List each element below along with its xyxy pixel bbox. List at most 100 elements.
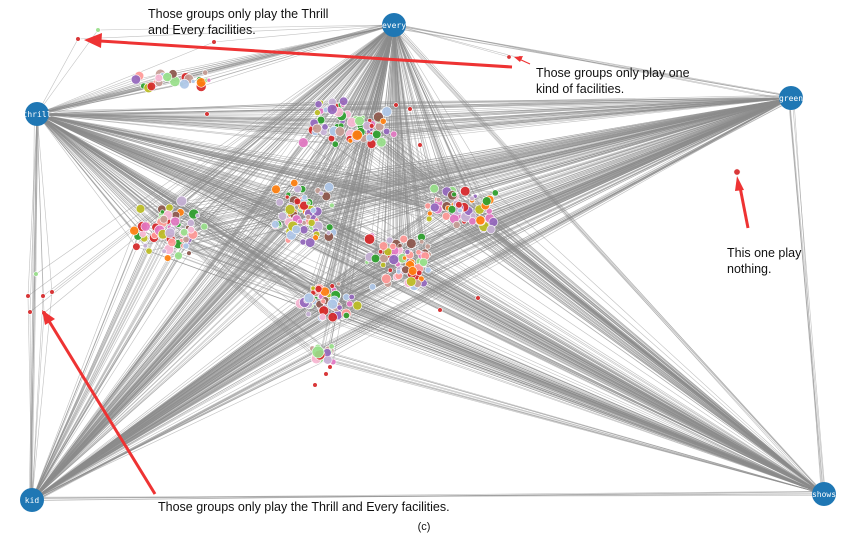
group-node[interactable] — [380, 261, 387, 268]
group-node[interactable] — [132, 242, 141, 251]
group-node[interactable] — [310, 207, 317, 214]
group-node[interactable] — [733, 168, 741, 176]
group-node[interactable] — [284, 204, 296, 215]
group-node[interactable] — [365, 133, 374, 142]
group-node[interactable] — [402, 255, 407, 261]
group-node[interactable] — [336, 281, 341, 287]
group-node[interactable] — [135, 204, 146, 214]
group-node[interactable] — [379, 117, 387, 125]
group-node[interactable] — [159, 209, 165, 215]
group-node[interactable] — [275, 198, 284, 207]
group-node[interactable] — [331, 140, 339, 148]
group-node[interactable] — [406, 276, 417, 287]
group-node[interactable] — [437, 307, 443, 313]
group-node[interactable] — [140, 221, 151, 232]
group-node[interactable] — [164, 227, 176, 239]
group-node[interactable] — [301, 194, 308, 201]
group-node[interactable] — [506, 54, 512, 60]
group-node[interactable] — [426, 215, 433, 223]
group-node[interactable] — [305, 214, 312, 220]
group-node[interactable] — [404, 248, 411, 255]
group-node[interactable] — [339, 96, 349, 106]
group-node[interactable] — [321, 123, 329, 131]
group-node[interactable] — [399, 234, 408, 244]
group-node[interactable] — [452, 220, 461, 229]
group-node[interactable] — [415, 249, 422, 256]
group-node[interactable] — [348, 293, 355, 301]
group-node[interactable] — [305, 200, 311, 206]
group-node[interactable] — [49, 289, 55, 295]
group-node[interactable] — [424, 266, 432, 274]
group-node[interactable] — [369, 283, 377, 291]
group-node[interactable] — [320, 298, 327, 305]
group-node[interactable] — [290, 179, 299, 188]
group-node[interactable] — [307, 218, 316, 227]
group-node[interactable] — [204, 111, 210, 117]
group-node[interactable] — [305, 237, 316, 248]
group-node[interactable] — [406, 238, 417, 249]
group-node[interactable] — [311, 345, 325, 359]
group-node[interactable] — [329, 283, 335, 289]
group-node[interactable] — [298, 137, 309, 148]
group-node[interactable] — [468, 217, 477, 226]
group-node[interactable] — [299, 225, 309, 235]
group-node[interactable] — [318, 190, 324, 197]
hub-node-shows[interactable]: shows — [812, 482, 836, 506]
group-node[interactable] — [312, 123, 322, 134]
group-node[interactable] — [397, 243, 403, 249]
group-node[interactable] — [486, 224, 496, 234]
group-node[interactable] — [447, 205, 457, 214]
group-node[interactable] — [455, 201, 463, 209]
group-node[interactable] — [305, 311, 312, 317]
group-node[interactable] — [334, 126, 346, 137]
group-node[interactable] — [396, 269, 402, 275]
group-node[interactable] — [482, 196, 492, 206]
group-node[interactable] — [293, 197, 302, 206]
group-node[interactable] — [387, 267, 393, 273]
group-node[interactable] — [180, 228, 189, 237]
group-node[interactable] — [291, 224, 301, 235]
group-node[interactable] — [441, 212, 451, 221]
group-node[interactable] — [457, 207, 463, 214]
hub-node-every[interactable]: every — [382, 13, 406, 37]
group-node[interactable] — [491, 189, 499, 197]
group-node[interactable] — [326, 223, 334, 231]
group-node[interactable] — [469, 195, 475, 201]
group-node[interactable] — [429, 202, 440, 213]
group-node[interactable] — [327, 364, 333, 370]
group-node[interactable] — [327, 298, 338, 310]
group-node[interactable] — [182, 236, 190, 244]
group-node[interactable] — [146, 81, 156, 91]
group-node[interactable] — [40, 293, 46, 299]
group-node[interactable] — [386, 236, 394, 244]
group-node[interactable] — [206, 77, 212, 83]
group-node[interactable] — [142, 243, 149, 249]
group-node[interactable] — [190, 79, 196, 84]
group-node[interactable] — [381, 273, 392, 284]
group-node[interactable] — [297, 218, 303, 225]
group-node[interactable] — [182, 242, 190, 250]
group-node[interactable] — [451, 191, 457, 198]
group-node[interactable] — [351, 129, 363, 141]
group-node[interactable] — [314, 285, 323, 293]
group-node[interactable] — [33, 271, 39, 277]
group-node[interactable] — [187, 226, 195, 234]
group-node[interactable] — [165, 203, 174, 212]
group-node[interactable] — [312, 382, 318, 388]
group-node[interactable] — [154, 73, 164, 83]
group-node[interactable] — [324, 182, 334, 192]
group-node[interactable] — [475, 295, 481, 301]
group-node[interactable] — [393, 102, 399, 108]
group-node[interactable] — [318, 313, 327, 321]
group-node[interactable] — [328, 343, 335, 350]
group-node[interactable] — [167, 238, 177, 248]
group-node[interactable] — [426, 210, 433, 217]
group-node[interactable] — [419, 239, 425, 245]
group-node[interactable] — [325, 230, 331, 236]
group-node[interactable] — [327, 312, 338, 323]
group-node[interactable] — [336, 304, 343, 311]
group-node[interactable] — [176, 195, 188, 207]
group-node[interactable] — [419, 257, 428, 267]
group-node[interactable] — [195, 213, 200, 219]
group-node[interactable] — [145, 247, 153, 255]
